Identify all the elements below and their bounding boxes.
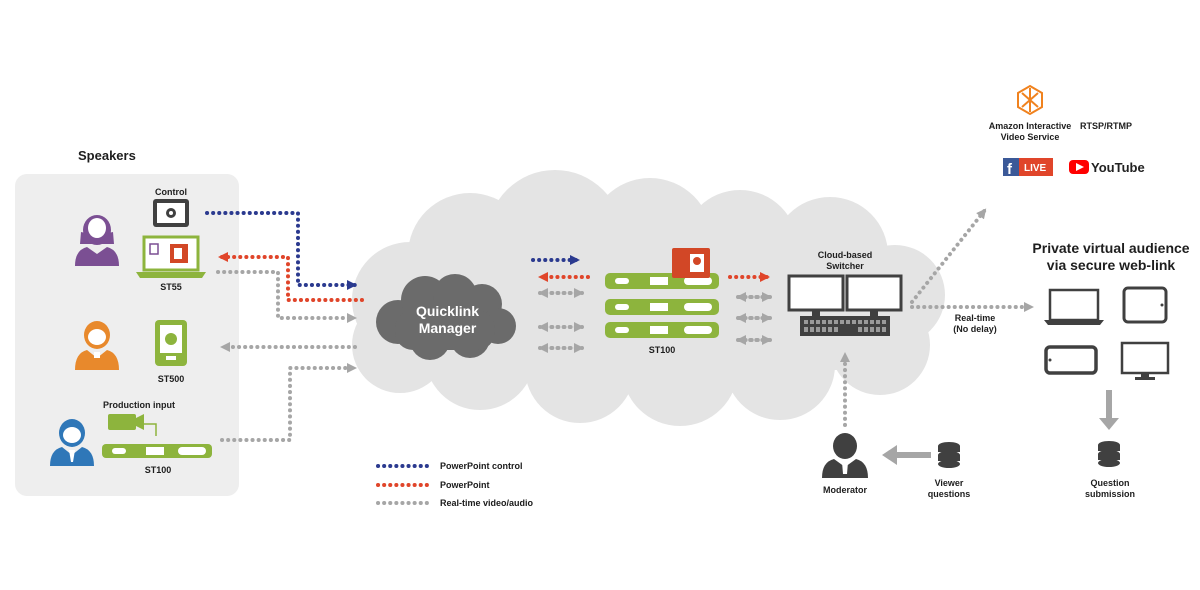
facebook-live-text: LIVE bbox=[1024, 163, 1047, 174]
connector-lines bbox=[205, 211, 364, 442]
question-submission-label: Question submission bbox=[1080, 478, 1140, 500]
youtube-logo: YouTube bbox=[1069, 160, 1145, 175]
control-tablet-icon bbox=[153, 199, 189, 227]
quicklink-manager-cloud bbox=[376, 274, 516, 360]
viewer-questions-label: Viewer questions bbox=[920, 478, 978, 500]
st55-video-connector bbox=[216, 270, 357, 323]
production-input-label: Production input bbox=[103, 400, 175, 410]
amazon-ivs-label: Amazon Interactive Video Service bbox=[985, 121, 1075, 143]
realtime-line2: (No delay) bbox=[953, 324, 997, 334]
svg-text:f: f bbox=[1007, 161, 1013, 178]
video-camera-icon bbox=[108, 414, 157, 436]
speaker-st100-label: ST100 bbox=[144, 465, 172, 475]
st55-label: ST55 bbox=[160, 282, 182, 292]
ivs-line1: Amazon Interactive bbox=[988, 121, 1072, 131]
legend-video-label: Real-time video/audio bbox=[440, 498, 534, 508]
viewer-line1: Viewer bbox=[934, 478, 964, 488]
amazon-ivs-icon bbox=[1017, 84, 1043, 116]
cloud-st100-label: ST100 bbox=[648, 345, 676, 355]
viewer-database-icon bbox=[938, 442, 960, 468]
question-line1: Question bbox=[1090, 478, 1130, 488]
question-line2: submission bbox=[1084, 489, 1135, 499]
rtsp-label: RTSP/RTMP bbox=[1080, 121, 1133, 131]
speaker-st100-device-icon bbox=[102, 444, 212, 458]
powerpoint-icon bbox=[672, 248, 710, 278]
facebook-live-logo: f LIVE bbox=[1003, 158, 1053, 178]
cloud-switcher-icon bbox=[787, 274, 903, 336]
moderator-icon bbox=[822, 433, 868, 478]
st500-label: ST500 bbox=[157, 374, 185, 384]
audience-title: Private virtual audience via secure web-… bbox=[1028, 240, 1194, 274]
switcher-label: Cloud-based Switcher bbox=[805, 250, 885, 272]
st100-to-switcher-arrows bbox=[728, 272, 772, 345]
audience-title-line2: via secure web-link bbox=[1046, 257, 1176, 273]
audience-phone-icon bbox=[1044, 345, 1098, 375]
audience-laptop-icon bbox=[1044, 288, 1104, 325]
legend-ppt-control-label: PowerPoint control bbox=[440, 461, 523, 471]
question-database-icon bbox=[1098, 441, 1120, 467]
audience-tablet-icon bbox=[1122, 286, 1168, 324]
switcher-line2: Switcher bbox=[826, 261, 864, 271]
control-label: Control bbox=[155, 187, 187, 197]
manager-line1: Quicklink bbox=[415, 303, 480, 319]
switcher-line1: Cloud-based bbox=[817, 250, 873, 260]
viewer-to-moderator-arrow bbox=[882, 445, 931, 465]
stream-out-connector bbox=[910, 208, 987, 304]
ppt-connector bbox=[218, 252, 364, 302]
speaker-woman-icon bbox=[75, 215, 119, 266]
st55-laptop-icon bbox=[136, 235, 206, 278]
question-down-arrow bbox=[1099, 390, 1119, 430]
legend-ppt-label: PowerPoint bbox=[440, 480, 490, 490]
manager-line2: Manager bbox=[418, 320, 477, 336]
audience-monitor-icon bbox=[1120, 341, 1170, 380]
realtime-label: Real-time (No delay) bbox=[945, 313, 1005, 335]
speaker-production-icon bbox=[50, 419, 94, 466]
moderator-label: Moderator bbox=[822, 485, 867, 495]
viewer-line2: questions bbox=[927, 489, 971, 499]
speakers-title: Speakers bbox=[78, 148, 136, 163]
audience-title-line1: Private virtual audience bbox=[1032, 240, 1190, 256]
manager-to-st100-arrows bbox=[531, 255, 590, 353]
legend-lines bbox=[376, 464, 430, 505]
ppt-control-connector bbox=[205, 211, 357, 290]
ivs-line2: Video Service bbox=[1000, 132, 1060, 142]
quicklink-manager-label: Quicklink Manager bbox=[400, 303, 495, 337]
youtube-text: YouTube bbox=[1091, 160, 1145, 175]
st500-device-icon bbox=[155, 320, 187, 366]
realtime-line1: Real-time bbox=[954, 313, 996, 323]
cloud-st100-stack-icon bbox=[605, 273, 719, 338]
speaker-man-icon bbox=[75, 321, 119, 370]
st100-video-connector bbox=[220, 363, 357, 442]
